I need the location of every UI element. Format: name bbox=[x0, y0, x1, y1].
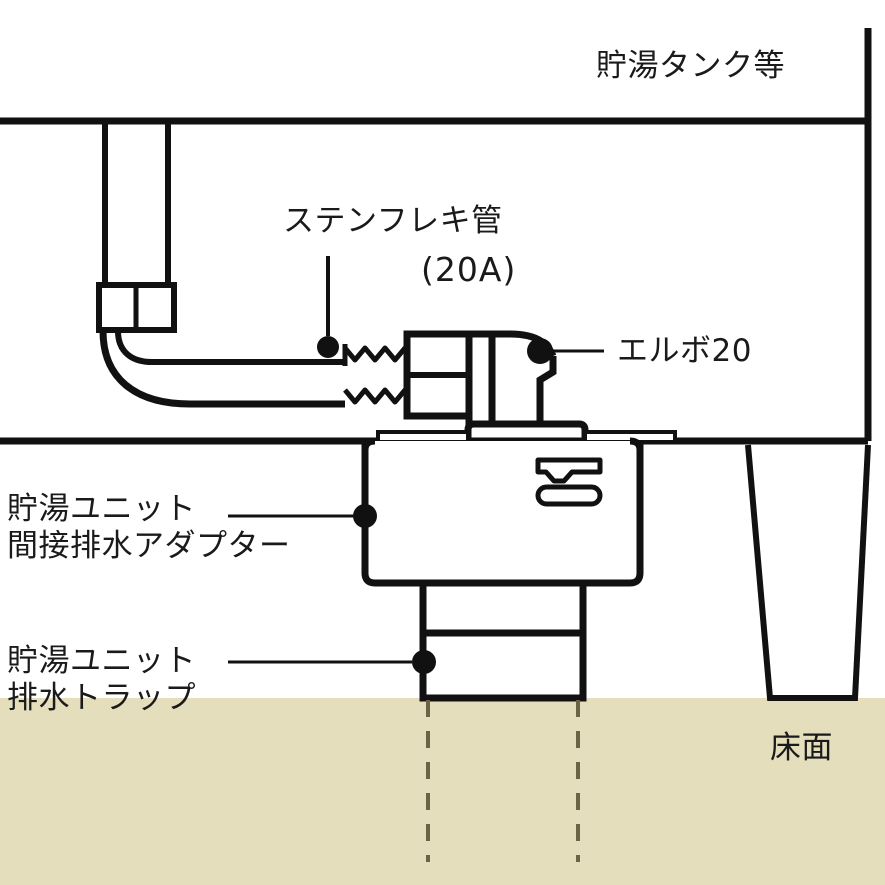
label-stainless-flex-pipe-size: (20A) bbox=[421, 250, 517, 289]
flex-hose-upper-edge bbox=[115, 330, 345, 365]
tapered-support-leg bbox=[745, 444, 871, 701]
leader-dot-trap bbox=[412, 650, 436, 674]
floor-surface-band bbox=[0, 698, 885, 885]
label-stainless-flex-pipe: ステンフレキ管 bbox=[283, 203, 503, 239]
label-floor-surface: 床面 bbox=[770, 730, 833, 766]
adapter-pill-slot-detail bbox=[535, 484, 603, 507]
label-trap-line1: 貯湯ユニット bbox=[7, 643, 196, 679]
adapter-collar bbox=[464, 420, 589, 445]
label-indirect-drain-adapter: 貯湯ユニット間接排水アダプター bbox=[7, 491, 291, 564]
leader-dot-flex-pipe bbox=[317, 336, 339, 358]
leader-dot-adapter bbox=[353, 504, 377, 528]
adapter-notched-bar-detail bbox=[535, 457, 603, 484]
leader-dot-elbow bbox=[527, 338, 553, 364]
adapter-flange-left bbox=[376, 430, 470, 444]
label-trap-line2: 排水トラップ bbox=[7, 679, 196, 716]
flex-hose-lower-edge bbox=[99, 330, 345, 408]
label-drain-trap: 貯湯ユニット排水トラップ bbox=[7, 643, 196, 716]
label-elbow: エルボ20 bbox=[617, 333, 752, 369]
label-adapter-line2: 間接排水アダプター bbox=[7, 527, 291, 564]
elbow-outlet-drop bbox=[536, 356, 557, 428]
label-adapter-line1: 貯湯ユニット bbox=[7, 491, 196, 527]
drain-trap-upper-section bbox=[419, 579, 587, 637]
drain-trap-lower-section bbox=[419, 629, 587, 702]
adapter-box-top-corners bbox=[361, 437, 644, 451]
label-storage-tank: 貯湯タンク等 bbox=[596, 48, 785, 84]
